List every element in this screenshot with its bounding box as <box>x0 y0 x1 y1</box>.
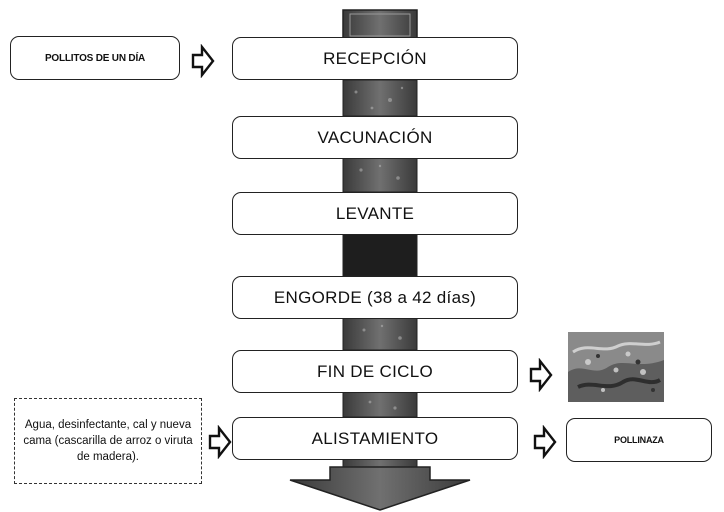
step-label: FIN DE CICLO <box>316 361 433 381</box>
step-label: ALISTAMIENTO <box>311 428 439 448</box>
pollinaza-photo <box>568 332 664 402</box>
down-arrow-icon <box>289 466 471 511</box>
step-box-recepcion: RECEPCIÓN <box>232 37 518 80</box>
right-arrow-icon <box>529 358 553 392</box>
backbone-top-stub <box>342 9 418 39</box>
step-box-alistamiento: ALISTAMIENTO <box>232 417 518 460</box>
output-label: POLLINAZA <box>614 435 664 445</box>
step-box-engorde: ENGORDE (38 a 42 días) <box>232 276 518 319</box>
right-arrow-icon <box>208 425 232 459</box>
inputs-note-text: Agua, desinfectante, cal y nueva cama (c… <box>23 419 193 463</box>
right-arrow-icon <box>533 425 557 459</box>
output-box: POLLINAZA <box>566 418 712 462</box>
step-label: RECEPCIÓN <box>323 48 427 68</box>
step-label: VACUNACIÓN <box>317 127 433 147</box>
step-label: ENGORDE (38 a 42 días) <box>273 287 477 307</box>
input-label: POLLITOS DE UN DÍA <box>44 52 146 64</box>
step-label: LEVANTE <box>335 203 415 223</box>
right-arrow-icon <box>191 44 215 78</box>
step-box-fin-de-ciclo: FIN DE CICLO <box>232 350 518 393</box>
inputs-note-box: Agua, desinfectante, cal y nueva cama (c… <box>14 398 202 484</box>
step-box-vacunacion: VACUNACIÓN <box>232 116 518 159</box>
step-box-levante: LEVANTE <box>232 192 518 235</box>
input-box: POLLITOS DE UN DÍA <box>10 36 180 80</box>
